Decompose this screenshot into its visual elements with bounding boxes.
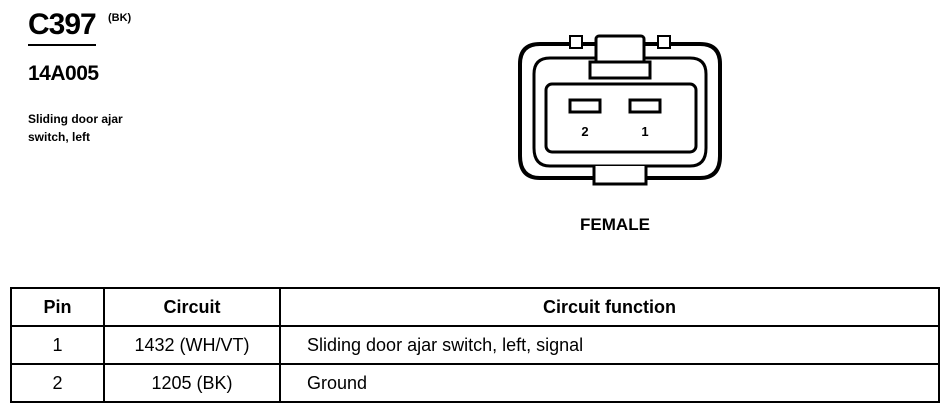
connector-outer-housing <box>518 42 722 180</box>
connector-id: C397 <box>28 8 97 46</box>
connector-bottom-key <box>592 166 648 186</box>
header-circuit: Circuit <box>103 287 281 327</box>
row-pin: 1 <box>10 325 105 365</box>
latch-ear-right <box>657 35 671 49</box>
row-circuit: 1205 (BK) <box>103 363 281 403</box>
pin-2-label: 2 <box>581 124 588 139</box>
pin-1-cavity <box>628 98 662 114</box>
pinout-table: Pin Circuit Circuit function 1 1432 (WH/… <box>10 287 940 403</box>
connector-description: Sliding door ajar switch, left <box>28 110 178 146</box>
pin-1-label: 1 <box>641 124 648 139</box>
connector-gender-label: FEMALE <box>580 215 650 234</box>
table-row: 2 1205 (BK) Ground <box>10 363 940 403</box>
latch-ear-left <box>569 35 583 49</box>
connector-pin-face <box>544 82 698 154</box>
pin-2-cavity <box>568 98 602 114</box>
connector-inner-housing <box>532 56 708 168</box>
description-line-2: switch, left <box>28 130 91 144</box>
connector-color-code: (BK) <box>108 12 132 24</box>
connector-header: C397 <box>28 8 97 46</box>
row-circuit-function: Ground <box>279 363 940 403</box>
table-row: 1 1432 (WH/VT) Sliding door ajar switch,… <box>10 325 940 365</box>
connector-face-diagram: 2 1 <box>518 34 722 186</box>
header-pin: Pin <box>10 287 105 327</box>
part-number: 14A005 <box>28 62 99 85</box>
row-pin: 2 <box>10 363 105 403</box>
row-circuit: 1432 (WH/VT) <box>103 325 281 365</box>
latch-tab <box>588 60 652 80</box>
row-circuit-function: Sliding door ajar switch, left, signal <box>279 325 940 365</box>
description-line-1: Sliding door ajar <box>28 112 123 126</box>
table-header-row: Pin Circuit Circuit function <box>10 287 940 327</box>
header-circuit-function: Circuit function <box>279 287 940 327</box>
